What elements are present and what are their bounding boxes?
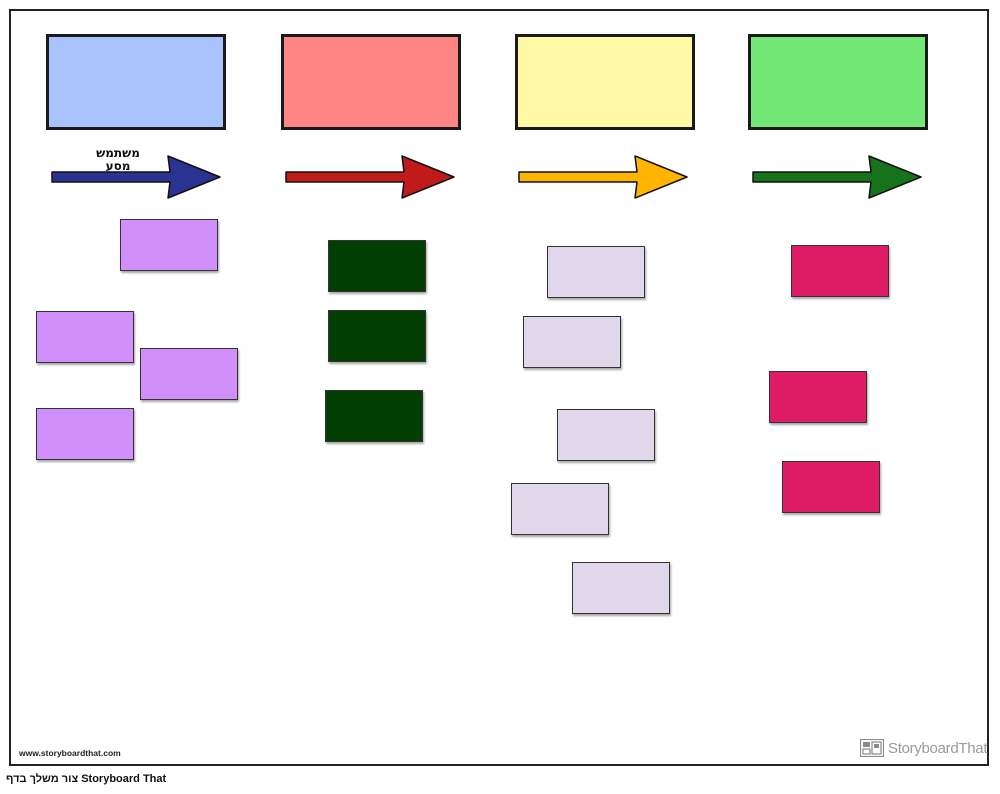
card-col3-5	[572, 562, 670, 614]
site-url: www.storyboardthat.com	[19, 748, 121, 758]
card-col2-3	[325, 390, 423, 442]
card-col3-1	[547, 246, 645, 298]
card-col4-3	[782, 461, 880, 513]
header-box-3	[515, 34, 695, 130]
card-col3-2	[523, 316, 621, 368]
card-col4-1	[791, 245, 889, 297]
arrow-label-line-2: מסע	[105, 159, 131, 173]
arrow-4	[752, 155, 922, 199]
header-box-2	[281, 34, 461, 130]
arrow-label-line-1: משתמש	[96, 146, 140, 160]
brand-logo: StoryboardThat	[860, 739, 988, 757]
header-box-1	[46, 34, 226, 130]
card-col1-4	[36, 408, 134, 460]
card-col1-2	[36, 311, 134, 363]
card-col3-4	[511, 483, 609, 535]
card-col1-1	[120, 219, 218, 271]
card-col2-2	[328, 310, 426, 362]
storyboard-logo-icon	[860, 739, 884, 757]
card-col1-3	[140, 348, 238, 400]
footer-credit: צור משלך בדף Storyboard That	[6, 773, 167, 785]
arrow-label: משתמש מסע	[78, 147, 158, 173]
card-col2-1	[328, 240, 426, 292]
header-box-4	[748, 34, 928, 130]
brand-name: StoryboardThat	[888, 739, 988, 757]
arrow-1	[51, 155, 221, 199]
card-col3-3	[557, 409, 655, 461]
arrow-2	[285, 155, 455, 199]
card-col4-2	[769, 371, 867, 423]
arrow-3	[518, 155, 688, 199]
